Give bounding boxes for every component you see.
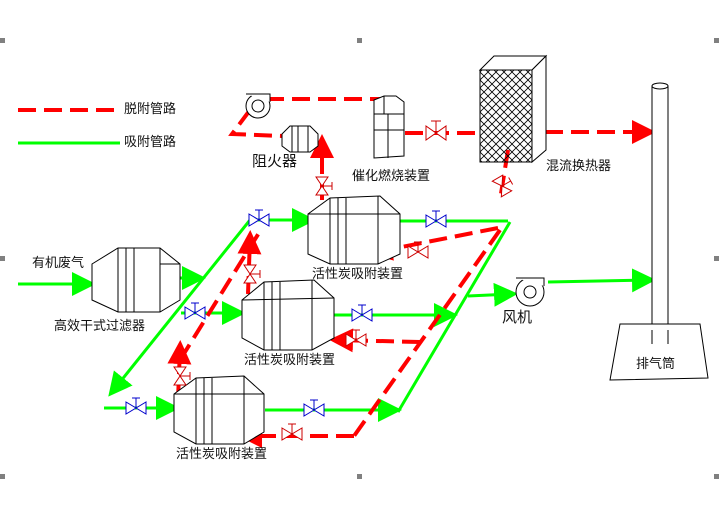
- valve-icon: [125, 397, 147, 415]
- high-efficiency-filter: [91, 247, 181, 313]
- frame-handle: [0, 38, 5, 43]
- fan-label: 风机: [502, 308, 533, 326]
- chimney: [609, 82, 709, 381]
- valve-icon: [345, 329, 367, 347]
- heat-exchanger: [478, 54, 548, 164]
- adsorber-1-label: 活性炭吸附装置: [312, 267, 404, 282]
- frame-handle: [714, 474, 719, 479]
- adsorber-2-label: 活性炭吸附装置: [244, 353, 336, 368]
- legend: [18, 108, 120, 145]
- adsorber-3: [173, 375, 265, 445]
- adsorber-2: [241, 279, 335, 351]
- legend-desorption-label: 脱附管路: [124, 102, 177, 117]
- valve-icon: [303, 399, 325, 417]
- frame-handle: [714, 256, 719, 261]
- valve-icon: [281, 423, 303, 441]
- desorption-fan: [245, 93, 271, 119]
- valve-icon: [491, 174, 514, 198]
- valve-icon: [425, 210, 447, 228]
- adsorber-1: [307, 195, 401, 265]
- desorption-valves: [173, 120, 514, 441]
- valve-icon: [425, 120, 447, 141]
- valve-icon: [248, 209, 270, 227]
- main-fan: [515, 277, 545, 307]
- valve-icon: [184, 302, 206, 320]
- adsorber-3-label: 活性炭吸附装置: [176, 447, 268, 462]
- flame-arrester-label: 阻火器: [252, 152, 298, 170]
- valve-icon: [407, 241, 429, 259]
- adsorption-valves: [125, 209, 447, 417]
- valve-icon: [351, 304, 373, 322]
- heat-exchanger-label: 混流换热器: [546, 159, 612, 174]
- frame-handle: [0, 474, 5, 479]
- filter-label: 高效干式过滤器: [54, 319, 146, 334]
- chimney-label: 排气筒: [636, 357, 676, 372]
- valve-icon: [173, 366, 191, 386]
- catalytic-burner-label: 催化燃烧装置: [352, 169, 431, 184]
- frame-handle: [357, 38, 362, 43]
- flame-arrester: [281, 125, 319, 153]
- catalytic-burner: [373, 95, 405, 159]
- frame-handle: [0, 256, 5, 261]
- valve-icon: [243, 264, 261, 284]
- adsorption-pipes: [18, 208, 656, 422]
- frame-handle: [357, 474, 362, 479]
- frame-handle: [714, 38, 719, 43]
- valve-icon: [315, 176, 333, 196]
- organic-gas-label: 有机废气: [32, 256, 85, 271]
- legend-adsorption-label: 吸附管路: [124, 135, 177, 150]
